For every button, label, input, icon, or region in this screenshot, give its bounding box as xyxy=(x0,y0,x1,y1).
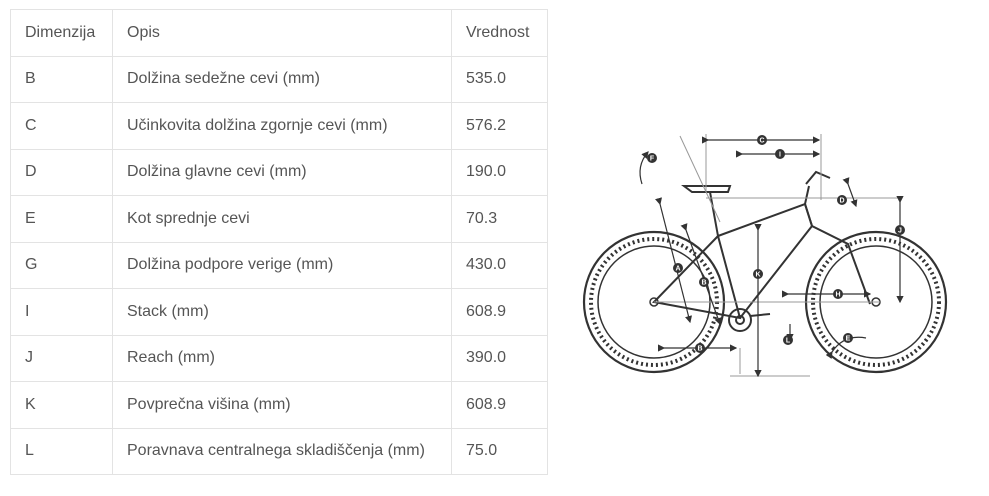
description-cell: Dolžina glavne cevi (mm) xyxy=(112,148,452,196)
marker-i: J xyxy=(895,225,905,235)
marker-e: E xyxy=(843,333,853,343)
svg-text:B: B xyxy=(701,280,706,287)
value-cell: 535.0 xyxy=(451,55,548,103)
description-cell: Povprečna višina (mm) xyxy=(112,381,452,429)
marker-d: D xyxy=(837,195,847,205)
svg-text:H: H xyxy=(835,292,840,299)
svg-text:J: J xyxy=(898,228,902,235)
dimension-cell: I xyxy=(10,288,113,336)
table-header-row: Dimenzija Opis Vrednost xyxy=(10,9,548,57)
description-cell: Stack (mm) xyxy=(112,288,452,336)
table-row: K Povprečna višina (mm) 608.9 xyxy=(10,381,548,429)
value-cell: 608.9 xyxy=(451,381,548,429)
value-cell: 608.9 xyxy=(451,288,548,336)
table-row: L Poravnava centralnega skladiščenja (mm… xyxy=(10,427,548,475)
marker-b-upper: B xyxy=(699,277,709,287)
description-cell: Poravnava centralnega skladiščenja (mm) xyxy=(112,427,452,475)
geometry-table: Dimenzija Opis Vrednost B Dolžina sedežn… xyxy=(10,9,548,475)
marker-k: K xyxy=(753,269,763,279)
value-cell: 75.0 xyxy=(451,427,548,475)
svg-text:F: F xyxy=(650,156,655,163)
svg-text:L: L xyxy=(786,338,791,345)
dimension-cell: G xyxy=(10,241,113,289)
marker-a: A xyxy=(673,263,683,273)
dimension-cell: K xyxy=(10,381,113,429)
description-cell: Dolžina podpore verige (mm) xyxy=(112,241,452,289)
table-row: I Stack (mm) 608.9 xyxy=(10,288,548,336)
table-row: J Reach (mm) 390.0 xyxy=(10,334,548,382)
svg-text:B: B xyxy=(697,346,702,353)
dimension-cell: L xyxy=(10,427,113,475)
svg-text:I: I xyxy=(779,152,781,159)
guide-lines xyxy=(654,134,900,377)
marker-c: C xyxy=(757,135,767,145)
value-cell: 430.0 xyxy=(451,241,548,289)
dimension-cell: J xyxy=(10,334,113,382)
header-dimension: Dimenzija xyxy=(10,9,113,57)
description-cell: Reach (mm) xyxy=(112,334,452,382)
marker-h: H xyxy=(833,289,843,299)
header-description: Opis xyxy=(112,9,452,57)
table-row: B Dolžina sedežne cevi (mm) 535.0 xyxy=(10,55,548,103)
svg-text:K: K xyxy=(755,272,760,279)
marker-f: F xyxy=(647,153,657,163)
table-row: G Dolžina podpore verige (mm) 430.0 xyxy=(10,241,548,289)
bike-geometry-diagram: C I F D J xyxy=(580,126,952,382)
table-row: D Dolžina glavne cevi (mm) 190.0 xyxy=(10,148,548,196)
dimension-cell: D xyxy=(10,148,113,196)
description-cell: Dolžina sedežne cevi (mm) xyxy=(112,55,452,103)
dimension-cell: C xyxy=(10,102,113,150)
value-cell: 70.3 xyxy=(451,195,548,243)
svg-text:E: E xyxy=(846,336,851,343)
value-cell: 190.0 xyxy=(451,148,548,196)
dimension-cell: E xyxy=(10,195,113,243)
dimension-cell: B xyxy=(10,55,113,103)
description-cell: Kot sprednje cevi xyxy=(112,195,452,243)
value-cell: 576.2 xyxy=(451,102,548,150)
table-row: E Kot sprednje cevi 70.3 xyxy=(10,195,548,243)
table-row: C Učinkovita dolžina zgornje cevi (mm) 5… xyxy=(10,102,548,150)
marker-b-lower: B xyxy=(695,343,705,353)
dimension-arrows xyxy=(639,136,904,378)
svg-text:A: A xyxy=(675,266,680,273)
marker-l: L xyxy=(783,335,793,345)
header-value: Vrednost xyxy=(451,9,548,57)
svg-text:C: C xyxy=(759,138,764,145)
description-cell: Učinkovita dolžina zgornje cevi (mm) xyxy=(112,102,452,150)
svg-text:D: D xyxy=(839,198,844,205)
dimension-markers: C I F D J xyxy=(647,135,905,353)
marker-j: I xyxy=(775,149,785,159)
bike-diagram-svg: C I F D J xyxy=(582,134,948,378)
value-cell: 390.0 xyxy=(451,334,548,382)
